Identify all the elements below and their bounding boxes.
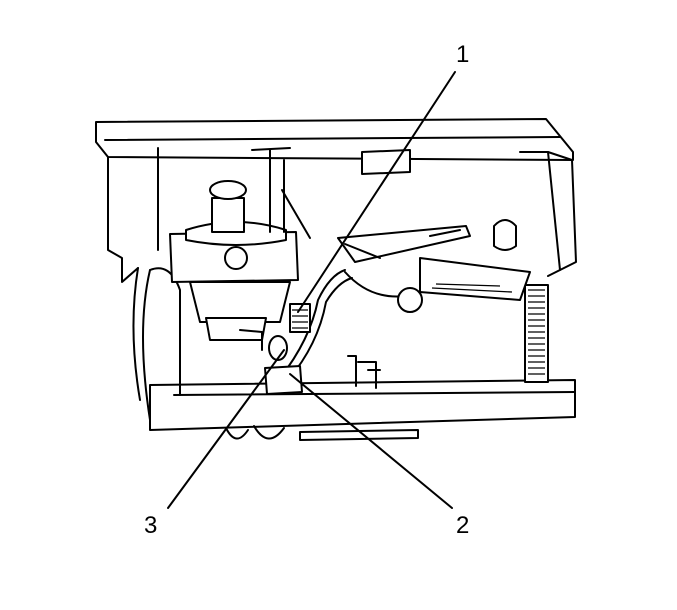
housing-top-panel [95,118,574,161]
actuator-assembly [169,147,311,341]
leader-line-1 [297,71,456,313]
callout-leaders [167,71,456,509]
gear-rack [524,284,549,383]
callout-1-label: 1 [456,41,469,68]
fitting-3 [239,329,288,361]
callout-3-label: 3 [144,512,157,539]
lower-clips [225,355,419,441]
housing-frame [107,147,577,431]
upper-bracket [337,149,531,301]
leader-line-2 [289,373,453,509]
leader-line-3 [167,349,285,509]
callout-2-label: 2 [456,512,469,539]
wire-harness [264,269,423,395]
